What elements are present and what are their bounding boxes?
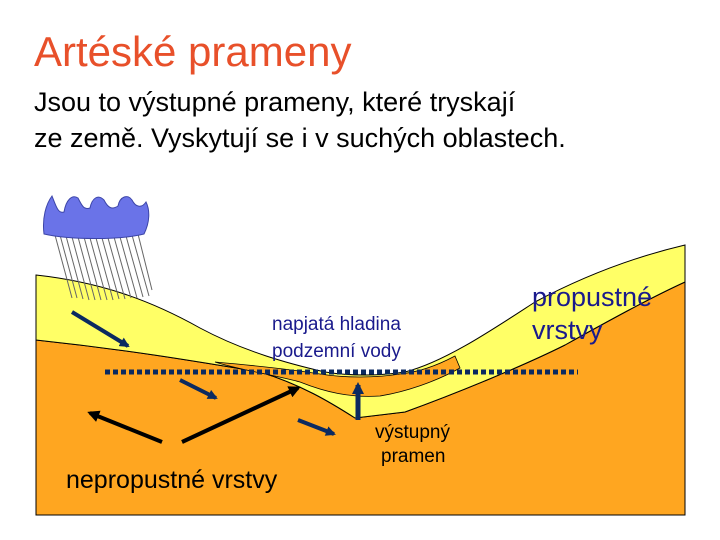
rain-cloud-icon: [43, 194, 150, 239]
spring-label-line-2: pramen: [381, 446, 445, 467]
spring-label-line-1: výstupný: [375, 422, 450, 443]
flow-arrow-3: [297, 418, 336, 436]
pressure-level-label-line-1: napjatá hladina: [272, 314, 401, 335]
subtitle-line-1: Jsou to výstupné prameny, které tryskají: [34, 87, 516, 117]
impermeable-label: nepropustné vrstvy: [66, 466, 278, 494]
permeable-label-line-2: vrstvy: [532, 315, 603, 345]
pressure-level-label-line-2: podzemní vody: [272, 341, 401, 362]
flow-arrows: [70, 310, 336, 436]
subtitle-line-2: ze země. Vyskytují se i v suchých oblast…: [34, 123, 566, 153]
pointer-arrow-right: [181, 386, 301, 444]
upper-impermeable-layer: [214, 355, 461, 397]
pointer-arrow-left: [87, 410, 163, 444]
flow-arrow-2: [179, 378, 218, 400]
permeable-label-line-1: propustné: [532, 282, 652, 312]
flow-arrow-1: [70, 310, 130, 348]
slide-subtitle: Jsou to výstupné prameny, které tryskají…: [34, 84, 694, 156]
rain-streaks: [54, 233, 153, 301]
slide-title: Artéské prameny: [34, 28, 352, 75]
impermeable-pointer-arrows: [87, 386, 301, 444]
